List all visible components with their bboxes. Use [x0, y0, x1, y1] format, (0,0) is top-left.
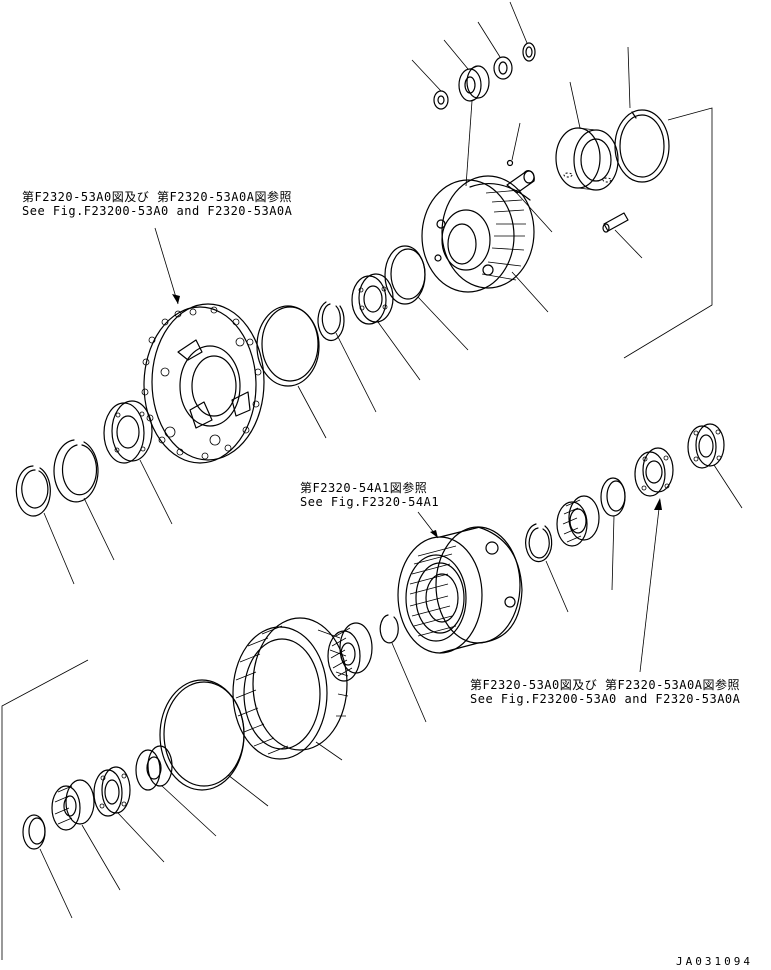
top-washer-right: [522, 42, 536, 62]
ball-bearing-lower: [93, 766, 131, 817]
bushing-lower: [135, 745, 173, 791]
leader-line: [513, 189, 553, 233]
leader-line: [81, 824, 121, 891]
leader-line: [43, 512, 75, 585]
leader-line: [335, 332, 377, 413]
ball: [506, 159, 514, 167]
ball-bearing-far-right: [687, 423, 725, 469]
leader-line: [443, 39, 469, 70]
leader-line: [509, 1, 528, 44]
o-ring-lower: [159, 679, 245, 791]
snap-ring-left-2: [15, 465, 51, 517]
o-ring-upper: [256, 305, 320, 387]
leader-line: [477, 21, 501, 58]
leader-line: [511, 271, 549, 313]
reference-note-line-jp: 第F2320-53A0図及び 第F2320-53A0A図参照: [470, 678, 740, 692]
ball-bearing-right: [634, 447, 674, 497]
leader-line: [161, 785, 217, 837]
reference-note-line-en: See Fig.F23200-53A0 and F2320-53A0A: [470, 692, 741, 706]
reference-note-line-en: See Fig.F23200-53A0 and F2320-53A0A: [22, 204, 293, 218]
planetary-carrier: [397, 526, 523, 654]
leader-line: [154, 227, 179, 305]
ring-gear: [232, 617, 349, 760]
leader-line: [411, 59, 442, 92]
ring-middle-right: [600, 477, 626, 517]
leader-line: [39, 848, 73, 919]
top-washer-middle: [493, 56, 513, 80]
drawing-code: JA031094: [676, 955, 753, 968]
reference-note-line-jp: 第F2320-54A1図参照: [300, 481, 428, 495]
leader-line: [377, 321, 421, 381]
axis-line: [465, 100, 473, 187]
pin: [506, 170, 535, 194]
needle-bearing-middle: [556, 495, 600, 547]
leader-line: [511, 122, 521, 161]
leader-line: [391, 642, 427, 723]
carrier-upper: [421, 175, 535, 293]
needle-bearing-lowest: [51, 779, 95, 831]
reference-note-line-en: See Fig.F2320-54A1: [300, 495, 440, 509]
snap-ring-middle: [525, 523, 553, 563]
washer-lowest: [22, 814, 46, 850]
leader-line: [614, 229, 643, 259]
leader-line: [297, 385, 327, 439]
leader-line: [611, 515, 615, 591]
assembly-bracket-lower: [1, 659, 89, 960]
arrow-head: [172, 294, 180, 304]
arrow-head: [430, 530, 438, 538]
dowel-pin: [602, 212, 629, 233]
thrust-ring: [384, 245, 426, 305]
arrow-head: [654, 498, 662, 510]
reference-note-bottom-right: 第F2320-53A0図及び 第F2320-53A0A図参照 See Fig.F…: [470, 678, 740, 706]
leader-line: [545, 560, 569, 613]
leader-line: [569, 81, 581, 129]
leader-line: [713, 464, 743, 509]
leader-line: [83, 497, 115, 561]
leader-line: [139, 459, 173, 525]
assembly-bracket: [623, 107, 713, 359]
ball-bearing-upper: [351, 273, 394, 325]
snap-ring-small-upper: [317, 301, 345, 342]
snap-ring-left-1: [53, 439, 99, 503]
ball-bearing-left: [103, 400, 153, 464]
housing-plate: [141, 303, 265, 464]
leader-line: [639, 499, 661, 673]
top-washer-left: [433, 90, 449, 110]
leader-line: [417, 296, 469, 351]
leader-line: [117, 812, 165, 863]
reference-note-middle: 第F2320-54A1図参照 See Fig.F2320-54A1: [300, 481, 439, 509]
needle-bearing-lower: [327, 622, 373, 682]
snap-ring-lower: [379, 614, 399, 644]
snap-ring-large: [614, 109, 670, 183]
collar: [555, 127, 619, 191]
leader-line: [315, 741, 343, 761]
leader-line: [227, 774, 269, 807]
top-needle-bearing: [458, 65, 490, 102]
reference-note-top-left: 第F2320-53A0図及び 第F2320-53A0A図参照 See Fig.F…: [22, 190, 292, 218]
reference-note-line-jp: 第F2320-53A0図及び 第F2320-53A0A図参照: [22, 190, 292, 204]
leader-line: [627, 46, 631, 109]
